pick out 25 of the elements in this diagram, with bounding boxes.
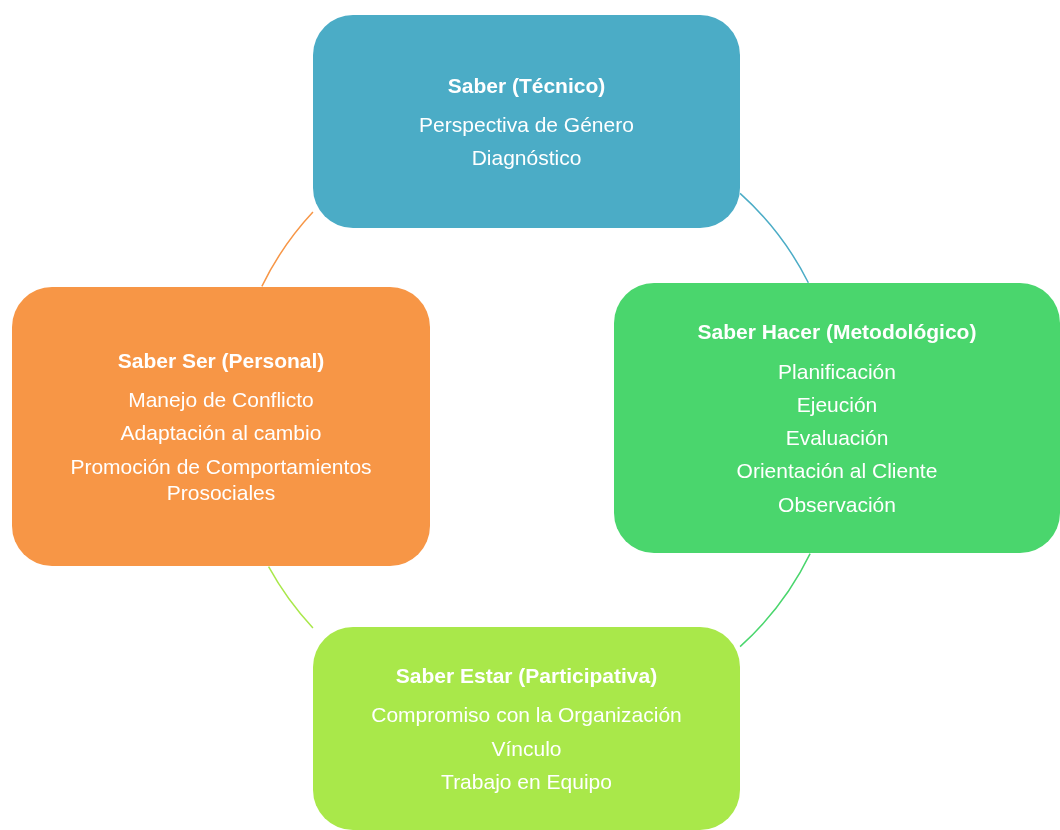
competency-item: Promoción de Comportamientos Prosociales [69, 453, 373, 506]
box-heading: Saber Estar (Participativa) [395, 662, 658, 689]
competency-item: Manejo de Conflicto [128, 387, 314, 414]
box-heading: Saber (Técnico) [447, 72, 606, 99]
competency-item: Trabajo en Equipo [441, 768, 612, 795]
competency-item: Orientación al Cliente [736, 458, 938, 485]
box-heading: Saber Hacer (Metodológico) [697, 319, 977, 346]
competency-item: Observación [778, 491, 896, 518]
competency-item: Evaluación [785, 425, 889, 451]
competency-box [12, 287, 430, 566]
connector-arc [739, 192, 810, 284]
competency-item: Vínculo [491, 735, 562, 762]
competency-item: Adaptación al cambio [120, 420, 322, 447]
box-heading: Saber Ser (Personal) [117, 347, 325, 374]
competency-item: Perspectiva de Género [419, 111, 634, 138]
competency-item: Compromiso con la Organización [371, 702, 682, 729]
competency-box [313, 627, 740, 830]
connector-arc [267, 565, 314, 629]
connector-arc [739, 552, 811, 648]
competency-item: Diagnóstico [471, 145, 582, 172]
connector-arc [261, 211, 314, 288]
competency-box [313, 15, 740, 228]
competency-box [614, 283, 1060, 553]
competency-item: Ejeución [796, 391, 878, 418]
competency-item: Planificación [778, 358, 896, 385]
